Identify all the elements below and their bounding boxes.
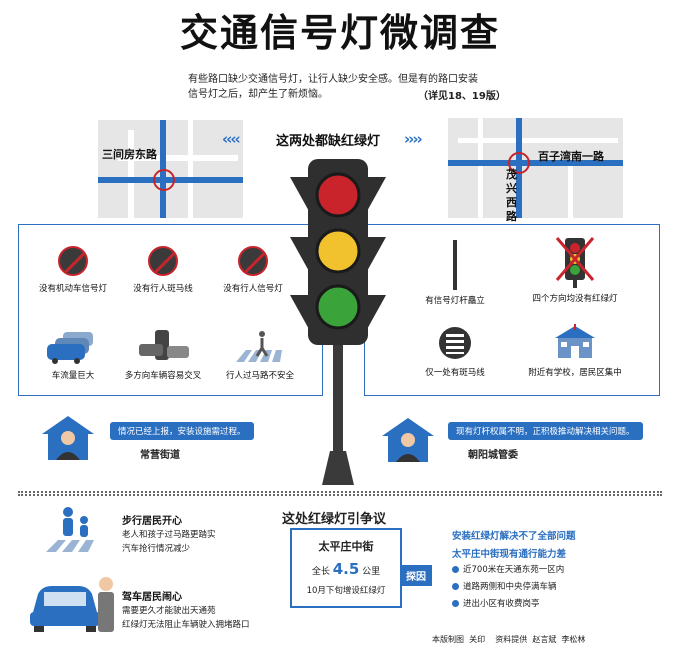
page-title: 交通信号灯微调查 (179, 11, 500, 55)
street-length: 全长 4.5 公里 (292, 560, 400, 578)
pedestrian-crossing-icon (236, 331, 282, 362)
street-info-box: 太平庄中街 全长 4.5 公里 10月下旬增设红绿灯 (290, 528, 402, 608)
right-item-1: 有信号灯杆矗立 (410, 240, 500, 306)
right-map-road-label-2: 茂兴西路 (506, 168, 517, 223)
no-pedestrian-signal-icon (238, 246, 268, 276)
left-item-4-label: 车流量巨大 (51, 371, 95, 381)
cause-tag: 探因 (400, 565, 432, 586)
walking-residents-title: 步行居民开心 (122, 516, 182, 527)
traffic-jam-icon (47, 332, 93, 364)
driving-residents-text: 需要更久才能驶出天通苑 红绿灯无法阻止车辆驶入拥堵路口 (122, 604, 250, 632)
bullet-dot-icon (452, 566, 459, 573)
right-issues-panel (364, 224, 660, 396)
no-traffic-light-icon (555, 237, 595, 288)
bullet-item: 道路两侧和中央停满车辆 (452, 579, 564, 596)
right-map (448, 118, 623, 218)
controversy-heading: 这处红绿灯引争议 (282, 512, 387, 527)
bullet-dot-icon (452, 600, 459, 607)
right-item-3: 仅一处有斑马线 (410, 326, 500, 378)
right-item-2-label: 四个方向均没有红绿灯 (532, 294, 618, 304)
chevrons-right-icon: ›››› (404, 130, 423, 148)
install-note: 10月下旬增设红绿灯 (306, 586, 386, 596)
driving-residents-title: 驾车居民闹心 (122, 592, 182, 603)
left-map-road-label: 三间房东路 (102, 148, 157, 161)
no-crosswalk-icon (148, 246, 178, 276)
left-map-marker (153, 169, 175, 191)
cause-title-2: 太平庄中街现有通行能力差 (452, 549, 567, 560)
right-item-1-label: 有信号灯杆矗立 (425, 296, 485, 306)
signal-pole-icon (453, 240, 457, 290)
length-prefix: 全长 (311, 567, 330, 577)
left-item-5: 多方向车辆容易交叉 (112, 330, 214, 381)
right-item-2: 四个方向均没有红绿灯 (520, 236, 630, 304)
right-map-marker (508, 152, 530, 174)
left-item-2: 没有行人斑马线 (118, 246, 208, 294)
left-speaker-name: 常营街道 (140, 450, 180, 461)
length-unit: 公里 (362, 567, 381, 577)
left-quote-bubble: 情况已经上报，安装设施需过程。 (110, 422, 254, 440)
length-value: 4.5 (332, 560, 360, 578)
left-item-2-label: 没有行人斑马线 (133, 284, 193, 294)
left-item-5-label: 多方向车辆容易交叉 (124, 371, 202, 381)
left-map (98, 120, 243, 218)
street-name: 太平庄中街 (318, 540, 374, 553)
crosswalk-icon (439, 327, 471, 359)
right-speaker-name: 朝阳城管委 (468, 450, 518, 461)
bullet-item: 进出小区有收费岗亭 (452, 596, 564, 613)
crossing-cars-icon (139, 330, 189, 360)
cause-title-1: 安装红绿灯解决不了全部问题 (452, 531, 576, 542)
left-item-6-label: 行人过马路不安全 (225, 371, 294, 381)
bullet-text: 进出小区有收费岗亭 (463, 599, 540, 609)
left-item-3: 没有行人信号灯 (208, 246, 298, 294)
bullet-text: 道路两侧和中央停满车辆 (463, 582, 557, 592)
bullet-text: 近700米在天通东苑一区内 (463, 565, 565, 575)
right-quote-bubble: 现有灯杆权属不明，正积极推动解决相关问题。 (448, 422, 643, 440)
page-reference: （详见18、19版） (418, 91, 506, 102)
missing-lights-heading: 这两处都缺红绿灯 (276, 134, 381, 149)
cause-bullets: 近700米在天通东苑一区内 道路两侧和中央停满车辆 进出小区有收费岗亭 (452, 562, 564, 613)
right-map-road-label-1: 百子湾南一路 (538, 150, 604, 163)
school-icon (555, 324, 595, 358)
traffic-light-icon (290, 159, 386, 485)
intro-line-1: 有些路口缺少交通信号灯，让行人缺少安全感。但是有的路口安装 (188, 74, 478, 85)
driver-car-icon (30, 577, 114, 632)
bullet-item: 近700米在天通东苑一区内 (452, 562, 564, 579)
credit-line: 本版制图 关印 资料提供 赵言斌 李松林 (432, 635, 586, 644)
left-item-1-label: 没有机动车信号灯 (38, 284, 107, 294)
driving-line-2: 红绿灯无法阻止车辆驶入拥堵路口 (122, 620, 250, 630)
official-avatar-left (42, 416, 94, 460)
left-item-4: 车流量巨大 (28, 330, 118, 381)
left-item-3-label: 没有行人信号灯 (223, 284, 283, 294)
official-avatar-right (382, 418, 434, 462)
intro-line-2: 信号灯之后，却产生了新烦恼。 (188, 89, 328, 100)
walking-family-icon (46, 507, 94, 552)
left-item-6: 行人过马路不安全 (210, 330, 310, 381)
intro-text: 有些路口缺少交通信号灯，让行人缺少安全感。但是有的路口安装 信号灯之后，却产生了… (188, 72, 518, 102)
walking-line-2: 汽车抢行情况减少 (122, 544, 191, 554)
left-item-1: 没有机动车信号灯 (28, 246, 118, 294)
no-vehicle-signal-icon (58, 246, 88, 276)
section-divider (18, 491, 662, 496)
walking-residents-text: 老人和孩子过马路更踏实 汽车抢行情况减少 (122, 528, 216, 556)
right-item-4-label: 附近有学校，居民区集中 (528, 368, 622, 378)
right-item-4: 附近有学校，居民区集中 (510, 324, 640, 378)
chevrons-left-icon: ‹‹‹‹ (222, 130, 241, 148)
walking-line-1: 老人和孩子过马路更踏实 (122, 530, 216, 540)
driving-line-1: 需要更久才能驶出天通苑 (122, 606, 216, 616)
bullet-dot-icon (452, 583, 459, 590)
right-item-3-label: 仅一处有斑马线 (425, 368, 485, 378)
